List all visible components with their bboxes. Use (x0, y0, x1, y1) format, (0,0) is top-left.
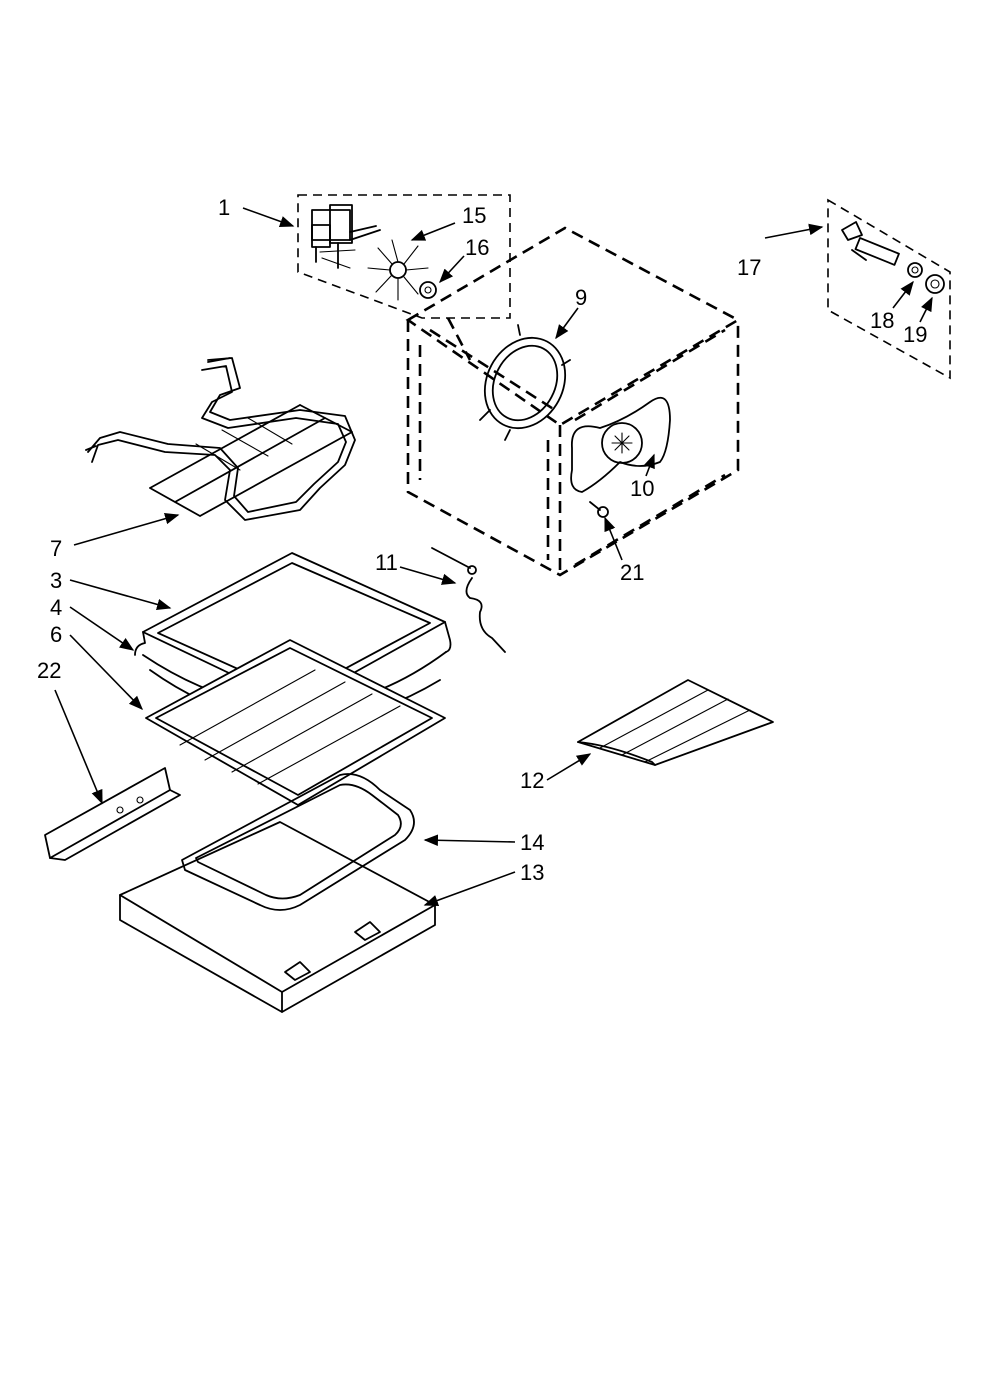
bake-element-part (85, 357, 356, 521)
callout-7: 7 (50, 536, 62, 561)
callout-labels: 1 15 16 9 10 21 11 7 3 4 6 22 12 14 13 1… (37, 195, 927, 885)
sensor-nut-part (925, 274, 945, 294)
callout-4: 4 (50, 595, 62, 620)
callout-18: 18 (870, 308, 894, 333)
callout-6: 6 (50, 622, 62, 647)
fan-blade-part (367, 239, 429, 301)
callout-10: 10 (630, 476, 654, 501)
callout-15: 15 (462, 203, 486, 228)
oven-cavity-outline (405, 226, 741, 577)
washer-part (907, 262, 923, 278)
callout-12: 12 (520, 768, 544, 793)
broil-element-part (181, 773, 415, 911)
callout-19: 19 (903, 322, 927, 347)
callout-21: 21 (620, 560, 644, 585)
callout-22: 22 (37, 658, 61, 683)
broil-pan-grid-part (145, 639, 446, 806)
convection-motor-assembly (297, 194, 511, 319)
callout-11: 11 (375, 550, 398, 575)
leader-lines (54, 207, 933, 906)
fan-nut-part (419, 281, 437, 299)
callout-1: 1 (218, 195, 230, 220)
fan-baffle-part (570, 396, 671, 493)
convection-element-part (479, 324, 571, 441)
callout-14: 14 (520, 830, 544, 855)
callout-13: 13 (520, 860, 544, 885)
meat-probe-part (431, 547, 506, 653)
screw-part (589, 501, 609, 518)
bracket-part (44, 767, 181, 861)
callout-16: 16 (465, 235, 489, 260)
callout-9: 9 (575, 285, 587, 310)
sensor-assembly (827, 198, 951, 380)
callout-17: 17 (737, 255, 761, 280)
oven-rack-part (577, 679, 774, 766)
callout-3: 3 (50, 568, 62, 593)
